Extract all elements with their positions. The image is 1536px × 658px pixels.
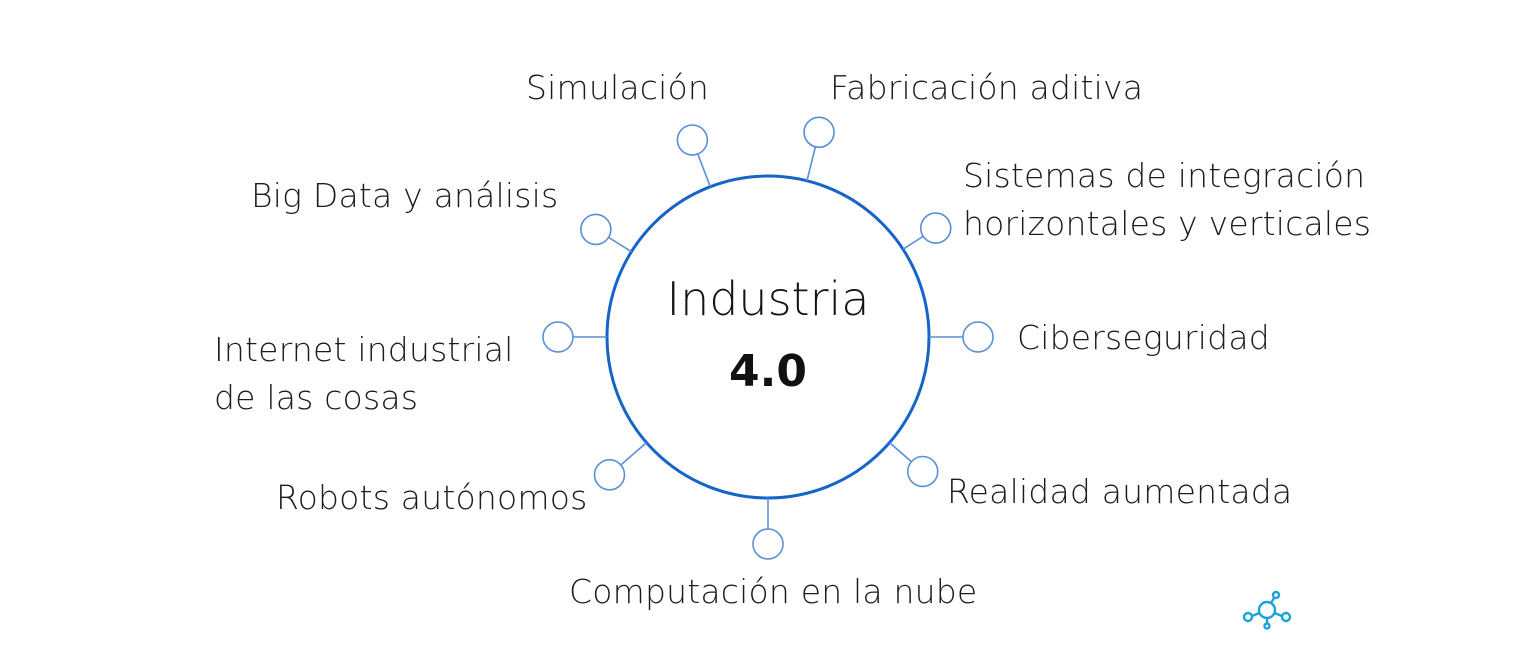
label-fabricacion-aditiva: Fabricación aditiva <box>830 68 1144 107</box>
node-circle-bigdata <box>580 213 612 246</box>
label-realidad-aumentada: Realidad aumentada <box>947 472 1293 511</box>
label-ciberseguridad: Ciberseguridad <box>1017 318 1270 357</box>
label-big-data: Big Data y análisis <box>251 176 559 215</box>
connector-line-robots <box>620 442 648 466</box>
connector-group <box>542 116 994 560</box>
node-circle-ciberseguridad <box>962 321 994 353</box>
node-circle-sistemas <box>919 212 952 244</box>
label-computacion-nube: Computación en la nube <box>569 572 978 611</box>
connector-line-realidad <box>888 442 912 463</box>
label-sistemas-integracion: Sistemas de integración horizontales y v… <box>963 156 1372 243</box>
center-title: Industria <box>666 272 870 326</box>
node-circle-fabricacion <box>803 116 835 149</box>
connector-line-bigdata <box>608 236 632 253</box>
node-circle-nube <box>752 528 784 560</box>
connector-line-fabricacion <box>806 146 817 181</box>
node-circle-iiot <box>542 321 574 353</box>
label-robots-autonomos: Robots autónomos <box>276 478 588 517</box>
center-subtitle: 4.0 <box>729 346 807 397</box>
molecule-network-icon <box>1242 590 1292 630</box>
node-circle-robots <box>593 458 626 491</box>
node-circle-simulacion <box>676 124 709 156</box>
connector-line-sistemas <box>902 235 924 250</box>
label-internet-industrial: Internet industrial de las cosas <box>214 330 514 417</box>
label-simulacion: Simulación <box>526 68 709 107</box>
node-circle-realidad <box>906 455 939 488</box>
central-ring <box>605 174 931 500</box>
connector-line-simulacion <box>697 153 712 187</box>
